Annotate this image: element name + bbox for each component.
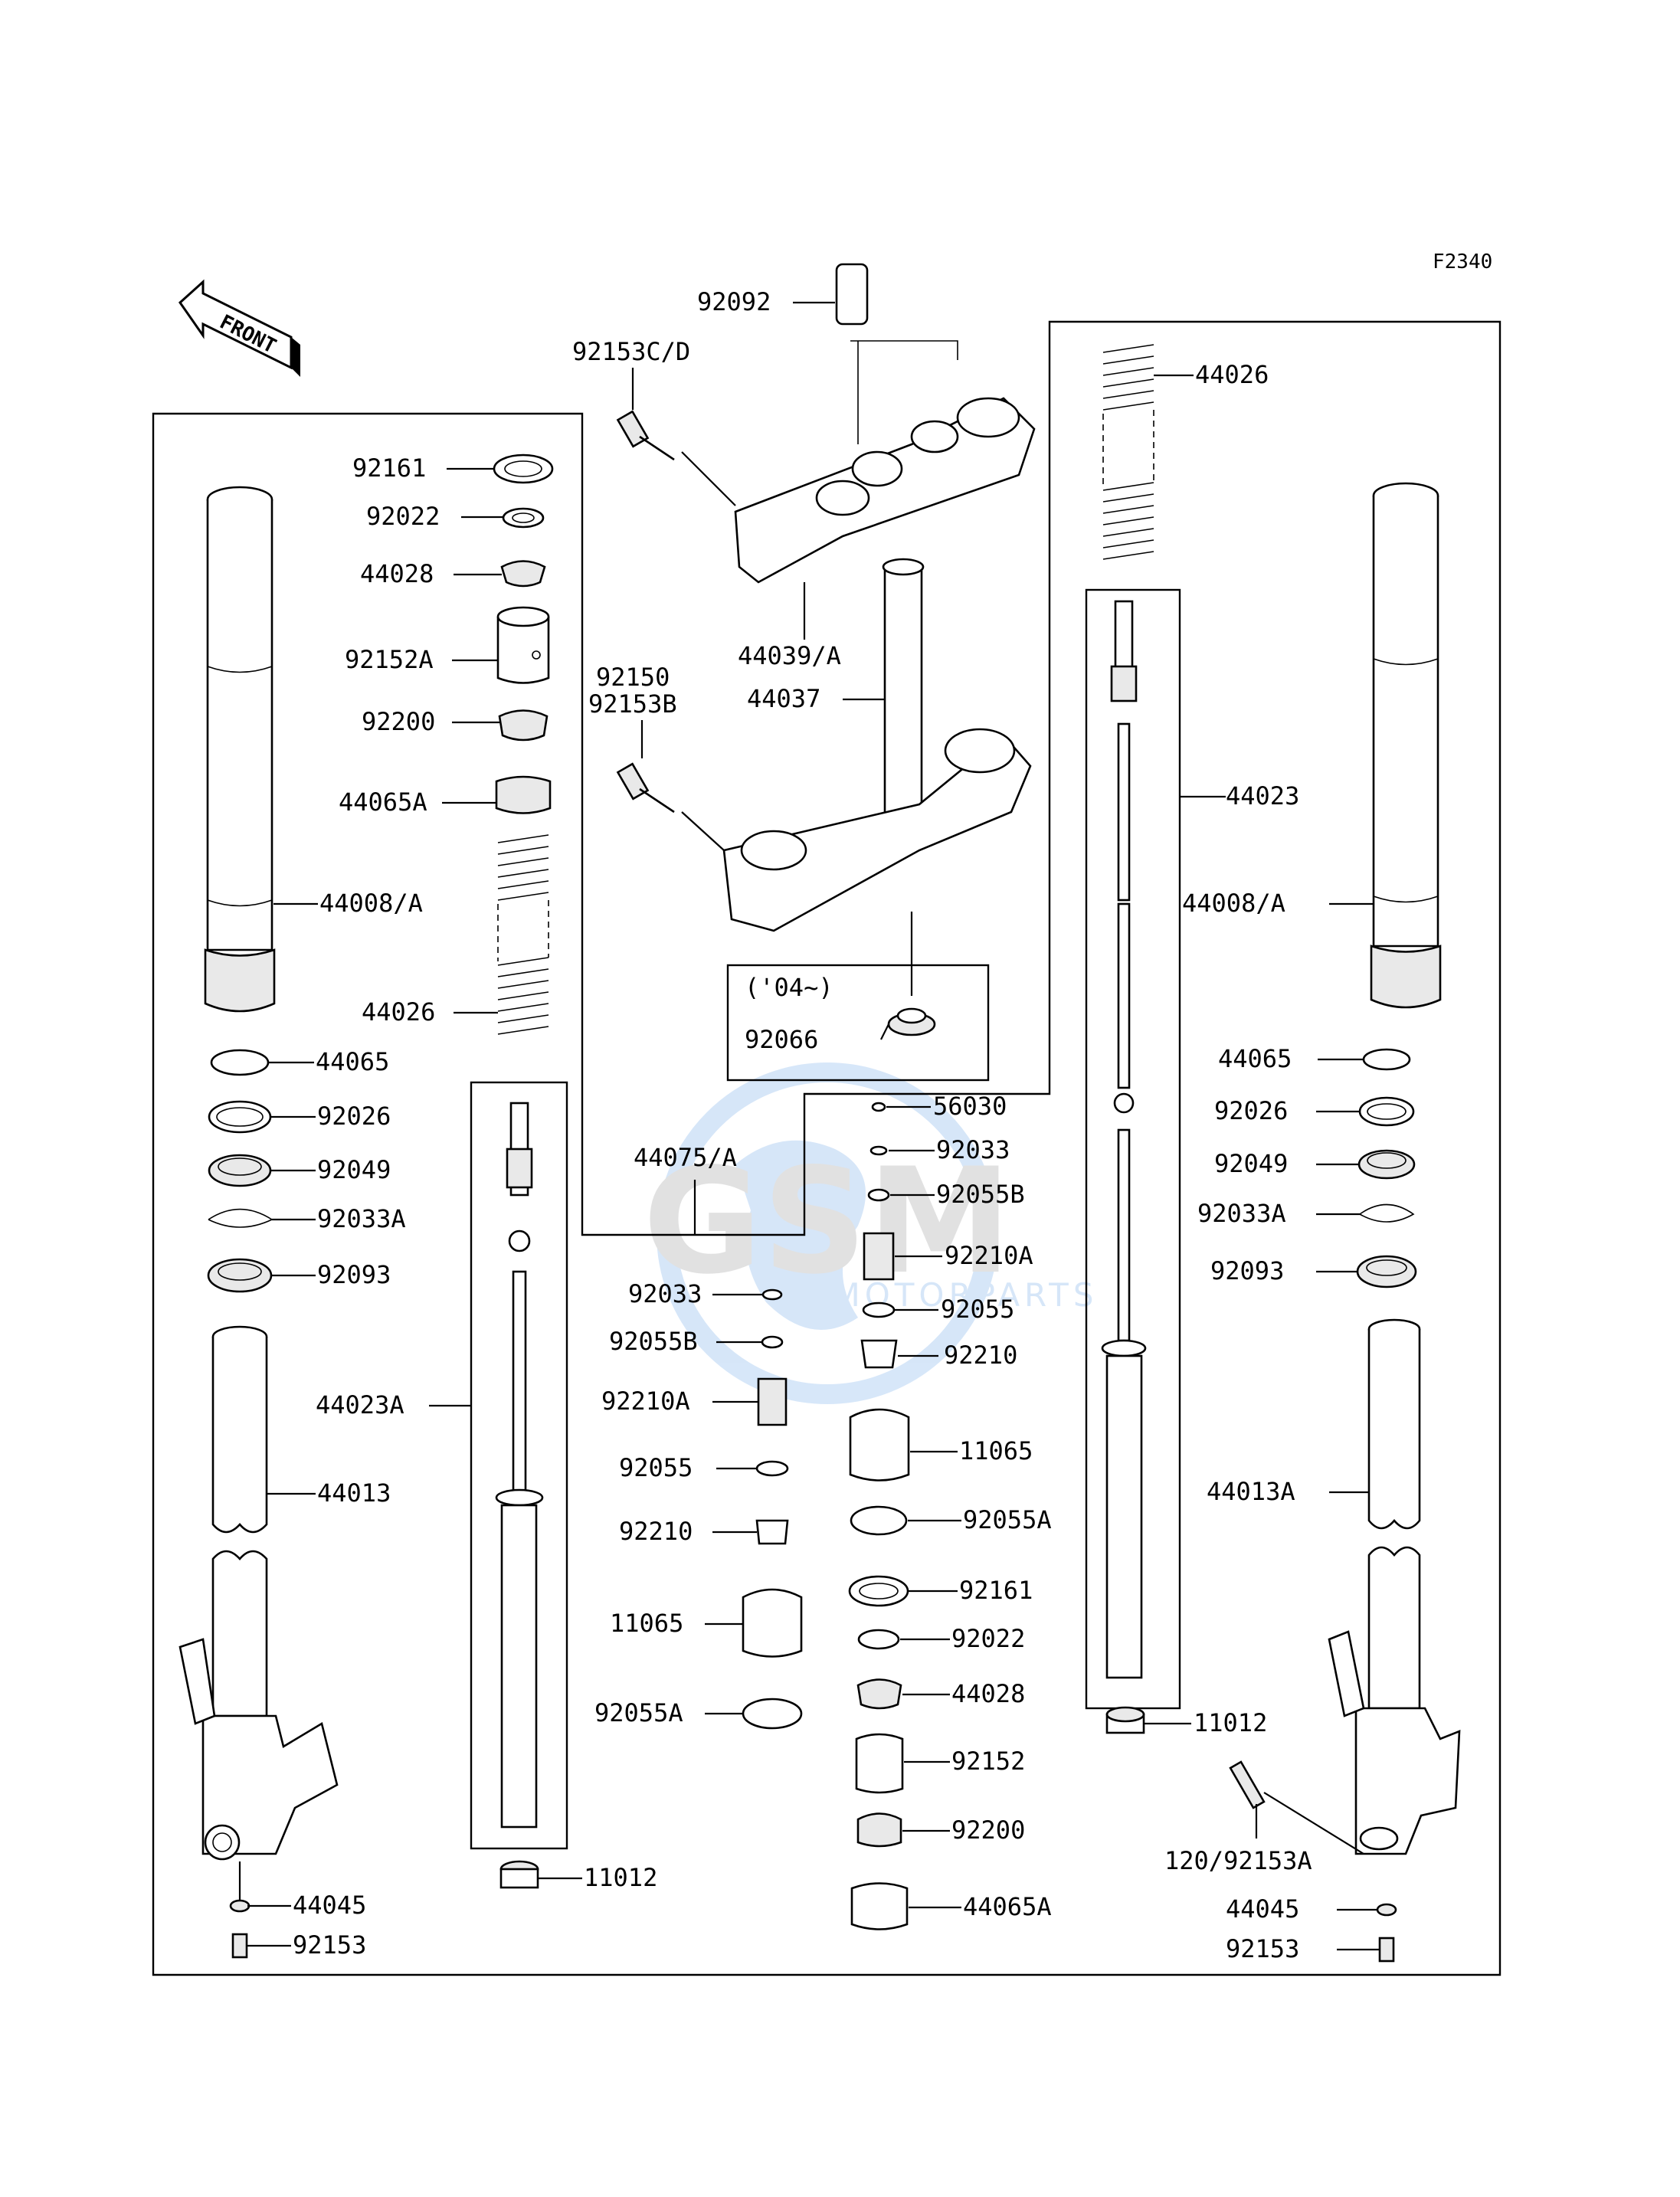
label-44026-left: 44026 bbox=[362, 997, 435, 1026]
variant-note: ('04~) bbox=[745, 973, 833, 1002]
variant-box bbox=[726, 964, 990, 1082]
left-fork-parts bbox=[178, 486, 339, 1959]
label-44045-left: 44045 bbox=[293, 1891, 366, 1920]
label-44026-right: 44026 bbox=[1195, 360, 1269, 389]
label-92210-left: 92210 bbox=[619, 1517, 693, 1546]
label-44045-right: 44045 bbox=[1226, 1894, 1299, 1924]
label-92033a-left: 92033A bbox=[317, 1204, 406, 1233]
label-44065a-left: 44065A bbox=[339, 787, 427, 817]
left-assembly-box bbox=[152, 320, 1502, 1976]
label-11065-left: 11065 bbox=[610, 1609, 683, 1638]
label-92033-center: 92033 bbox=[936, 1135, 1010, 1164]
label-92049-left: 92049 bbox=[317, 1155, 391, 1184]
label-44037: 44037 bbox=[747, 684, 820, 713]
label-92049-right: 92049 bbox=[1214, 1149, 1288, 1178]
label-44065-right: 44065 bbox=[1218, 1044, 1292, 1073]
left-valve-parts bbox=[742, 1288, 803, 1730]
label-92033a-right: 92033A bbox=[1197, 1199, 1286, 1228]
right-fork-parts bbox=[1229, 482, 1461, 1963]
label-92093-left: 92093 bbox=[317, 1260, 391, 1289]
label-92161-left: 92161 bbox=[352, 453, 426, 483]
label-11012-left: 11012 bbox=[584, 1863, 657, 1892]
center-valve-parts bbox=[848, 1102, 910, 1930]
label-92026-left: 92026 bbox=[317, 1102, 391, 1131]
label-44008a-left: 44008/A bbox=[319, 889, 423, 918]
label-92055a-left: 92055A bbox=[594, 1698, 683, 1727]
label-92092: 92092 bbox=[697, 287, 771, 316]
label-92153-right: 92153 bbox=[1226, 1934, 1299, 1963]
watermark-logo: GSM MOTORPARTS bbox=[643, 1062, 1094, 1404]
label-44028-center: 44028 bbox=[951, 1679, 1025, 1708]
label-92210-center: 92210 bbox=[944, 1341, 1017, 1370]
label-120-92153a: 120/92153A bbox=[1164, 1846, 1312, 1875]
cartridge-box-left bbox=[470, 1081, 568, 1850]
label-92210a-center: 92210A bbox=[945, 1241, 1033, 1270]
left-cartridge bbox=[495, 1102, 544, 1829]
label-92200-left: 92200 bbox=[362, 707, 435, 736]
label-11012-right: 11012 bbox=[1194, 1708, 1267, 1737]
label-56030: 56030 bbox=[933, 1092, 1007, 1121]
label-44008a-right: 44008/A bbox=[1182, 889, 1285, 918]
label-44028-left: 44028 bbox=[360, 559, 434, 588]
label-44065a-center: 44065A bbox=[963, 1892, 1052, 1921]
diagram-code: F2340 bbox=[1433, 250, 1492, 273]
left-spring-parts bbox=[493, 453, 554, 1035]
label-92033-left: 92033 bbox=[628, 1279, 702, 1308]
label-44023a: 44023A bbox=[316, 1390, 404, 1419]
label-92153b: 92153B bbox=[588, 689, 677, 719]
right-spring-parts bbox=[1102, 344, 1154, 560]
label-92055a-center: 92055A bbox=[963, 1505, 1052, 1534]
watermark-brand: GSM bbox=[643, 1137, 1012, 1306]
label-92022-left: 92022 bbox=[366, 502, 440, 531]
label-92153cd: 92153C/D bbox=[572, 337, 690, 366]
right-cartridge bbox=[1101, 600, 1147, 1679]
label-92055-left: 92055 bbox=[619, 1453, 693, 1482]
label-92066: 92066 bbox=[745, 1025, 818, 1054]
label-44023: 44023 bbox=[1226, 781, 1299, 810]
label-92152a: 92152A bbox=[345, 645, 434, 674]
label-11065-center: 11065 bbox=[959, 1436, 1033, 1465]
label-92210a-left: 92210A bbox=[601, 1387, 690, 1416]
label-44013: 44013 bbox=[317, 1478, 391, 1508]
part-labels: 92092 92153C/D 44026 92161 92022 44028 9… bbox=[293, 287, 1312, 1963]
label-92200-center: 92200 bbox=[951, 1816, 1025, 1845]
label-44075a: 44075/A bbox=[634, 1143, 737, 1172]
label-92153-left: 92153 bbox=[293, 1930, 366, 1960]
label-92161-center: 92161 bbox=[959, 1576, 1033, 1605]
label-92022-center: 92022 bbox=[951, 1624, 1025, 1653]
label-92055b-left: 92055B bbox=[609, 1327, 698, 1356]
top-bridge bbox=[616, 263, 1036, 584]
leader-lines bbox=[238, 301, 1380, 1951]
label-92093-right: 92093 bbox=[1210, 1256, 1284, 1285]
label-44065-left: 44065 bbox=[316, 1047, 389, 1076]
bottom-bridge bbox=[616, 558, 1032, 1036]
label-44013a: 44013A bbox=[1207, 1477, 1295, 1506]
label-92055b-center: 92055B bbox=[936, 1180, 1025, 1209]
label-92152-center: 92152 bbox=[951, 1747, 1025, 1776]
label-44039a: 44039/A bbox=[738, 641, 841, 670]
label-92055-center: 92055 bbox=[941, 1295, 1014, 1324]
label-92150: 92150 bbox=[596, 663, 670, 692]
front-arrow-icon: FRONT bbox=[178, 279, 300, 377]
label-92026-right: 92026 bbox=[1214, 1096, 1288, 1125]
